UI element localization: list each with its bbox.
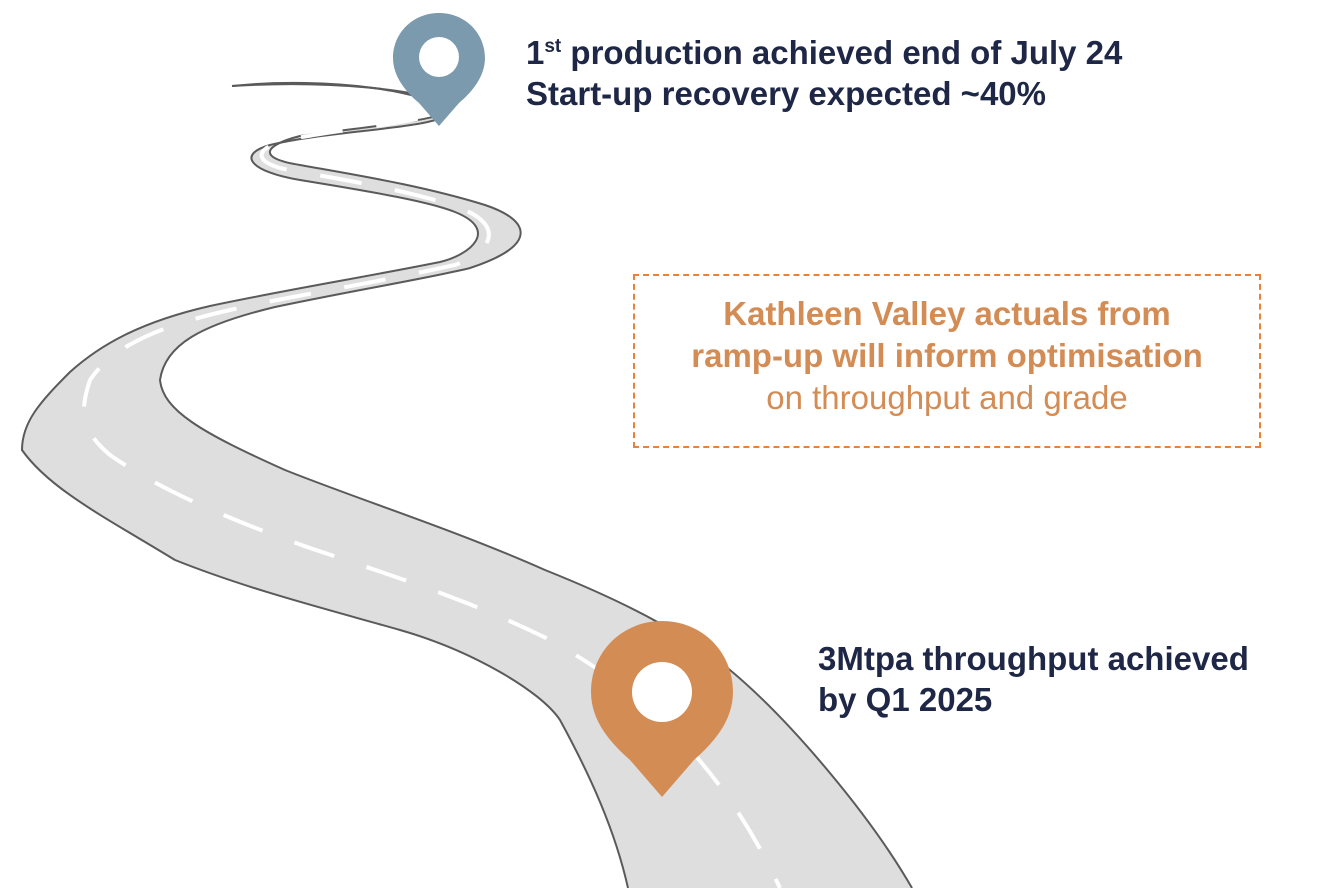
milestone-second-line1: 3Mtpa throughput achieved — [818, 640, 1249, 677]
callout-line3: on throughput and grade — [766, 379, 1128, 416]
callout-line1: Kathleen Valley actuals from — [723, 295, 1171, 332]
road-center-line — [82, 86, 782, 888]
milestone-second-text: 3Mtpa throughput achieved by Q1 2025 — [818, 638, 1249, 720]
milestone-second-line2: by Q1 2025 — [818, 681, 993, 718]
milestone-first-text: 1st production achieved end of July 24 S… — [526, 32, 1122, 114]
callout-line2: ramp-up will inform optimisation — [691, 337, 1203, 374]
road-edge-inner — [158, 83, 913, 888]
milestone-first-prefix: 1 — [526, 34, 545, 71]
milestone-first-line1: 1st production achieved end of July 24 — [526, 32, 1122, 73]
road-surface — [22, 82, 912, 888]
pin-hole — [419, 37, 459, 77]
milestone-first-superscript: st — [544, 36, 562, 57]
milestone-first-line2: Start-up recovery expected ~40% — [526, 75, 1046, 112]
map-pin-icon — [393, 13, 485, 126]
map-pin-icon — [591, 621, 733, 797]
milestone-first-line1-rest: production achieved end of July 24 — [561, 34, 1123, 71]
callout-box: Kathleen Valley actuals from ramp-up wil… — [633, 274, 1261, 448]
pin-hole — [632, 662, 692, 722]
